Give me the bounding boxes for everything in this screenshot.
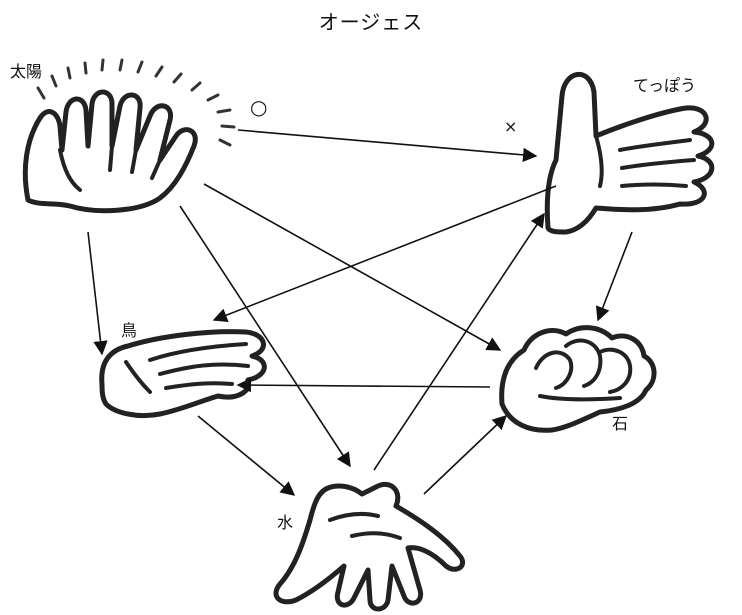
arrow-sun-to-bird [88,232,102,354]
arrow-water-to-stone [424,416,506,494]
arrow-sun-to-gun [238,130,536,156]
arrow-sun-to-stone [204,184,500,350]
label-gun: てっぽう [633,78,696,94]
arrow-bird-to-water [198,416,294,495]
arrow-water-to-gun [374,214,544,470]
arrow-stone-to-bird [238,385,490,387]
sun-hand-icon [25,60,234,211]
gun-hand-icon [547,74,712,232]
stone-hand-icon [502,328,654,431]
water-hand-icon [276,484,463,609]
win-mark: ○ [250,97,267,117]
label-sun: 太陽 [10,64,42,80]
label-bird: 鳥 [121,323,137,339]
label-water: 水 [277,515,293,531]
bird-hand-icon [102,332,265,416]
arrow-gun-to-bird [214,186,556,320]
diagram-title: オージェス [0,12,742,32]
lose-mark: × [504,119,517,135]
label-stone: 石 [612,416,628,432]
arrow-gun-to-stone [598,232,632,320]
